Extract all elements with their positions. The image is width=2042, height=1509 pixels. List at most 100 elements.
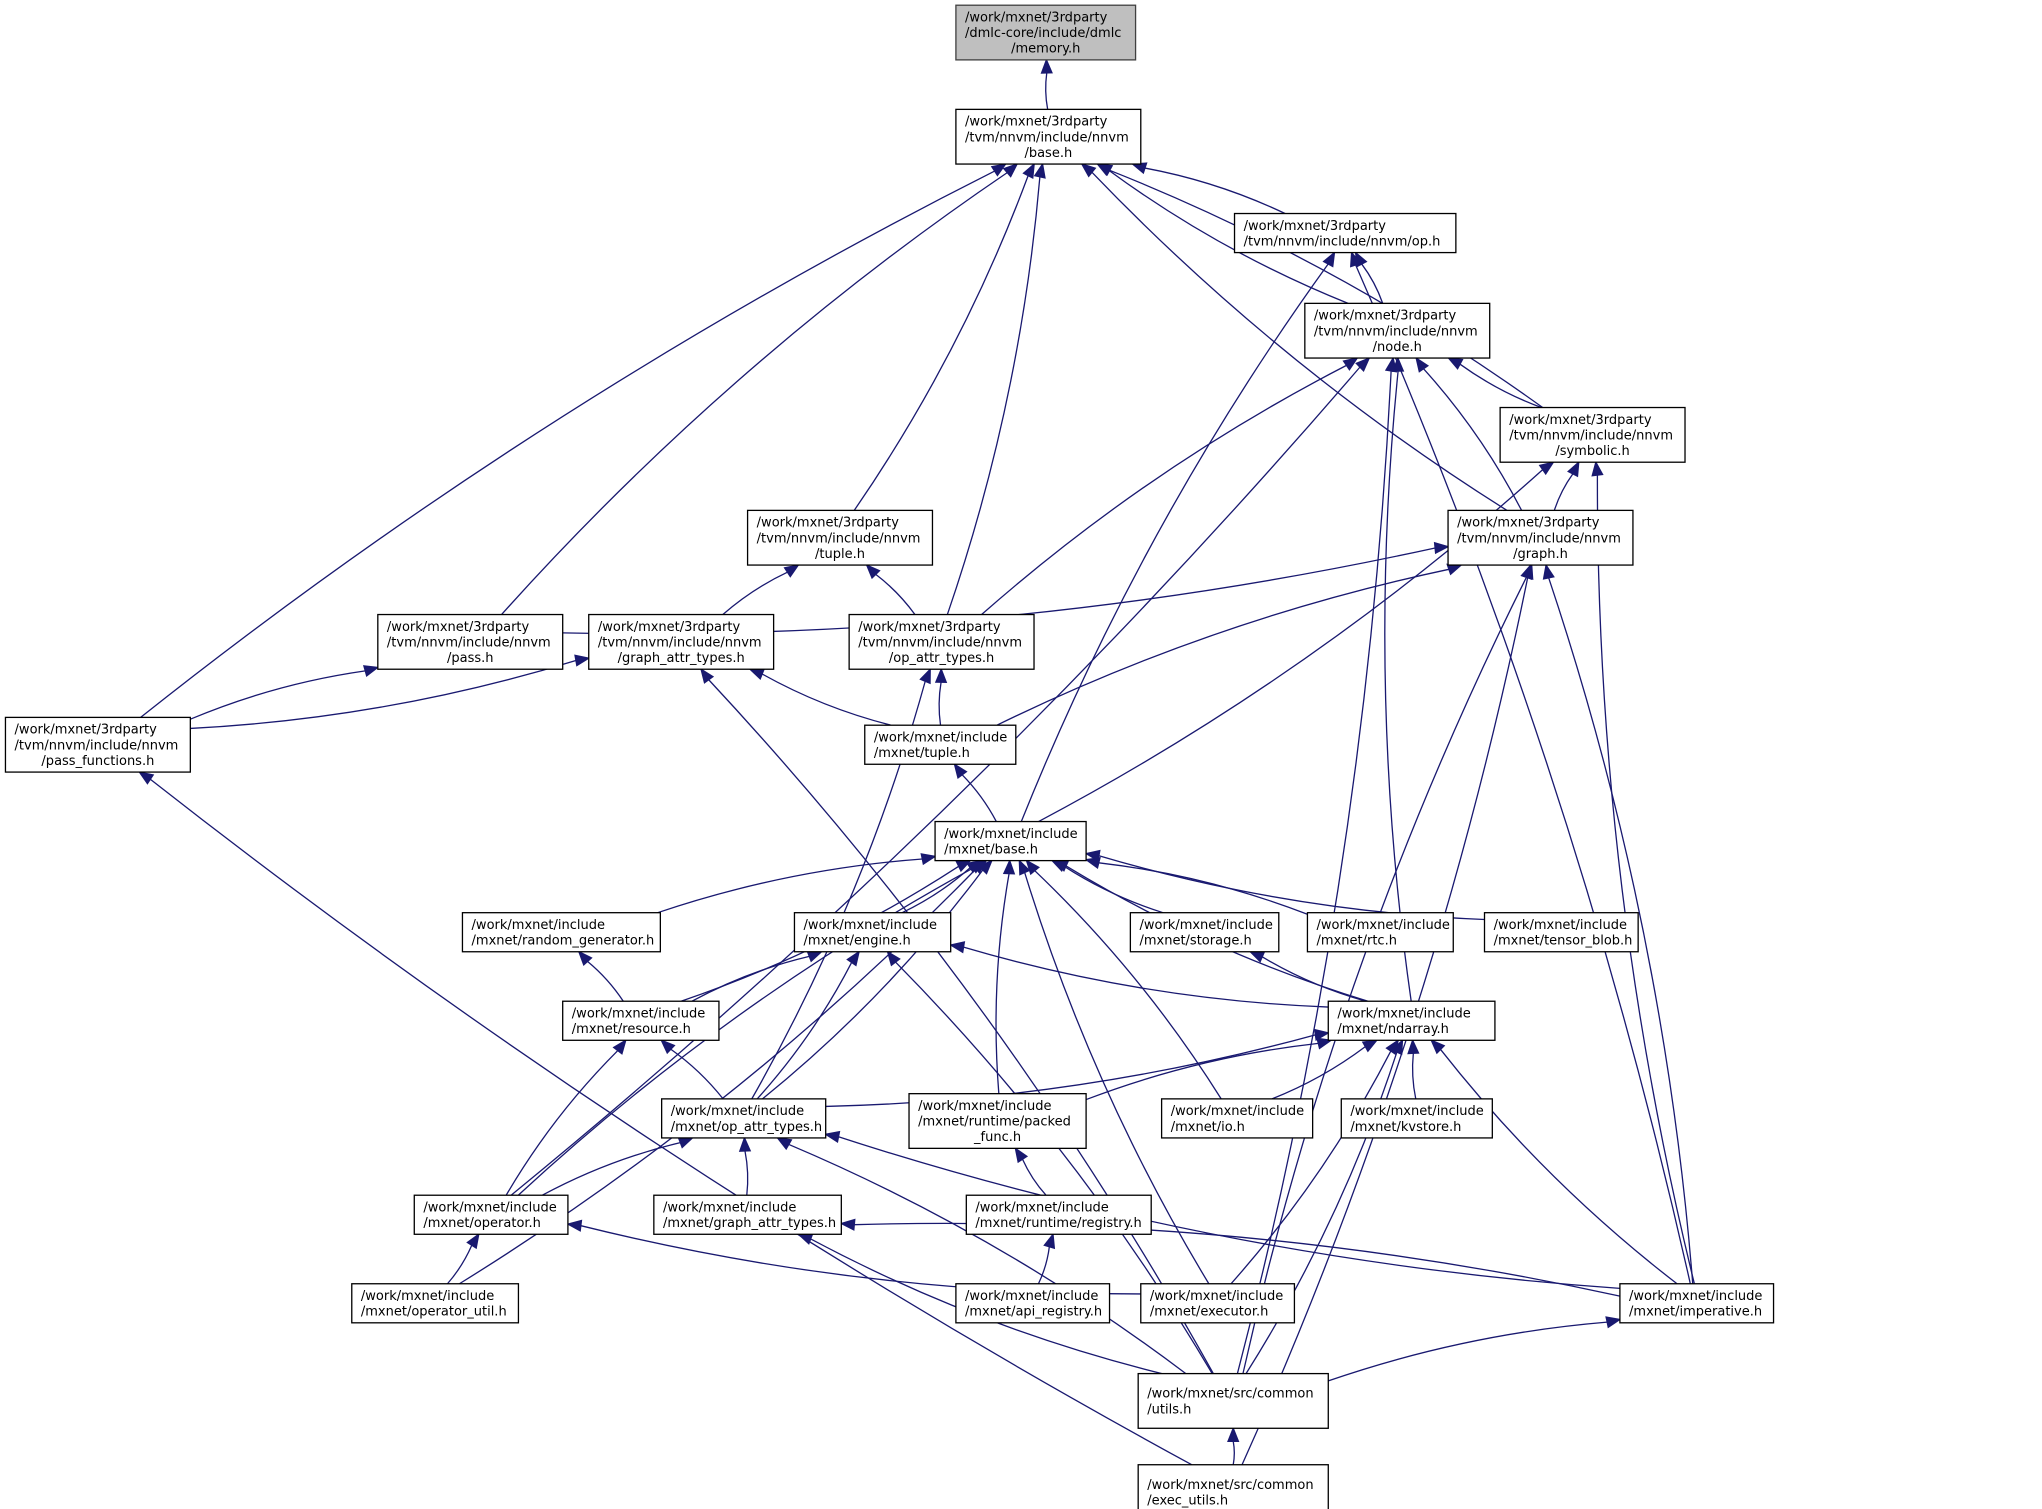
edge-mx_oat-to-mx_resource <box>660 1039 724 1100</box>
node-box <box>1304 302 1491 359</box>
edge-line <box>1091 171 1508 511</box>
arrowhead-icon <box>1605 1316 1622 1329</box>
edge-src_utils-to-mx_imperative <box>1328 1316 1622 1382</box>
node-mx-storage[interactable]: /work/mxnet/include/mxnet/storage.h <box>1129 912 1280 953</box>
node-box <box>955 1283 1111 1324</box>
node-label-line: /mxnet/graph_attr_types.h <box>663 1216 836 1231</box>
node-mx-tensor[interactable]: /work/mxnet/include/mxnet/tensor_blob.h <box>1483 912 1639 953</box>
node-label-line: /work/mxnet/include <box>918 1099 1051 1114</box>
edge-line <box>1384 370 1412 1002</box>
node-label-line: /mxnet/kvstore.h <box>1350 1120 1461 1135</box>
edge-mx_random-to-mx_base <box>657 853 937 914</box>
edge-src_utils-to-nnvm_graph <box>1242 563 1532 1374</box>
edge-mx_engine-to-mx_base <box>901 859 983 914</box>
edge-src_exec_utils-to-src_utils <box>1227 1426 1240 1465</box>
arrowhead-icon <box>566 1219 583 1232</box>
edge-line <box>854 1222 1621 1297</box>
node-label-line: /tvm/nnvm/include/nnvm <box>1509 428 1673 443</box>
edge-line <box>788 1143 1187 1375</box>
arrowhead-icon <box>1538 461 1555 476</box>
node-mx-oputil[interactable]: /work/mxnet/include/mxnet/operator_util.… <box>351 1283 520 1324</box>
edge-mx_ndarray-to-mx_engine <box>948 941 1329 1008</box>
edge-mx_imperative-to-nnvm_op <box>1350 250 1691 1284</box>
node-label-line: /exec_utils.h <box>1147 1493 1228 1508</box>
arrowhead-icon <box>1316 1037 1333 1050</box>
node-label-line: /work/mxnet/3rdparty <box>858 620 1001 635</box>
node-mx-registry[interactable]: /work/mxnet/include/mxnet/runtime/regist… <box>965 1194 1152 1235</box>
node-mx-gat[interactable]: /work/mxnet/include/mxnet/graph_attr_typ… <box>653 1194 842 1235</box>
arrowhead-icon <box>1446 357 1464 370</box>
arrowhead-icon <box>919 667 931 685</box>
edge-nnvm_gat-to-nnvm_tuple <box>722 564 800 616</box>
node-mx-oat[interactable]: /work/mxnet/include/mxnet/op_attr_types.… <box>661 1098 827 1139</box>
arrowhead-icon <box>865 563 881 580</box>
node-mx-kvstore[interactable]: /work/mxnet/include/mxnet/kvstore.h <box>1340 1098 1493 1139</box>
node-box <box>746 509 934 566</box>
edge-mx_io-to-mx_ndarray <box>1271 1039 1379 1100</box>
node-label-line: /mxnet/runtime/registry.h <box>975 1216 1141 1231</box>
node-label-line: /work/mxnet/3rdparty <box>387 620 530 635</box>
node-box <box>1137 1464 1329 1509</box>
node-label-line: /mxnet/tuple.h <box>874 746 970 761</box>
node-label-line: /mxnet/base.h <box>944 842 1038 857</box>
node-box <box>461 912 662 953</box>
node-box <box>793 912 952 953</box>
node-mx-tuple[interactable]: /work/mxnet/include/mxnet/tuple.h <box>864 724 1017 765</box>
node-src-utils[interactable]: /work/mxnet/src/common/utils.h <box>1137 1372 1329 1429</box>
node-mx-ndarray[interactable]: /work/mxnet/include/mxnet/ndarray.h <box>1327 1000 1496 1041</box>
node-mx-executor[interactable]: /work/mxnet/include/mxnet/executor.h <box>1140 1283 1296 1324</box>
node-mx-operator[interactable]: /work/mxnet/include/mxnet/operator.h <box>413 1194 569 1235</box>
node-src-exec-utils[interactable]: /work/mxnet/src/common/exec_utils.h <box>1137 1464 1329 1509</box>
edge-mx_executor-to-mx_ndarray <box>1230 1038 1400 1285</box>
edge-line <box>1596 475 1696 1284</box>
edge-nnvm_oat-to-nnvm_base <box>946 162 1046 615</box>
node-memory[interactable]: /work/mxnet/3rdparty/dmlc-core/include/d… <box>955 4 1137 61</box>
arrowhead-icon <box>1446 563 1463 576</box>
node-nnvm-node[interactable]: /work/mxnet/3rdparty/tvm/nnvm/include/nn… <box>1304 302 1491 359</box>
node-mx-apireg[interactable]: /work/mxnet/include/mxnet/api_registry.h <box>955 1283 1111 1324</box>
arrowhead-icon <box>574 654 591 667</box>
node-nnvm-op[interactable]: /work/mxnet/3rdparty/tvm/nnvm/include/nn… <box>1233 212 1457 254</box>
node-mx-engine[interactable]: /work/mxnet/include/mxnet/engine.h <box>793 912 952 953</box>
arrowhead-icon <box>1361 1039 1379 1053</box>
node-mx-packed[interactable]: /work/mxnet/include/mxnet/runtime/packed… <box>908 1093 1087 1150</box>
edge-nnvm_graph-to-nnvm_node <box>1415 356 1523 511</box>
edge-line <box>501 172 1008 615</box>
edge-nnvm_tuple-to-nnvm_base <box>853 162 1035 511</box>
edge-line <box>938 682 942 726</box>
arrowhead-icon <box>1415 356 1430 373</box>
node-label-line: /work/mxnet/include <box>944 827 1077 842</box>
node-label-line: /dmlc-core/include/dmlc <box>965 26 1121 41</box>
node-mx-random[interactable]: /work/mxnet/include/mxnet/random_generat… <box>461 912 662 953</box>
arrowhead-icon <box>1355 356 1371 373</box>
node-nnvm-base[interactable]: /work/mxnet/3rdparty/tvm/nnvm/include/nn… <box>955 108 1142 165</box>
arrowhead-icon <box>1342 357 1359 371</box>
edge-line <box>722 571 788 616</box>
edge-line <box>140 170 995 718</box>
node-nnvm-passf[interactable]: /work/mxnet/3rdparty/tvm/nnvm/include/nn… <box>4 716 191 773</box>
node-mx-base[interactable]: /work/mxnet/include/mxnet/base.h <box>934 820 1087 862</box>
node-label-line: /tvm/nnvm/include/nnvm <box>387 635 551 650</box>
node-nnvm-gat[interactable]: /work/mxnet/3rdparty/tvm/nnvm/include/nn… <box>588 613 775 670</box>
node-label-line: /work/mxnet/include <box>1350 1104 1483 1119</box>
node-nnvm-oat[interactable]: /work/mxnet/3rdparty/tvm/nnvm/include/nn… <box>848 613 1035 670</box>
node-box <box>1483 912 1639 953</box>
node-nnvm-tuple[interactable]: /work/mxnet/3rdparty/tvm/nnvm/include/nn… <box>746 509 934 566</box>
node-label-line: /work/mxnet/include <box>472 918 605 933</box>
edge-line <box>762 869 984 1100</box>
node-nnvm-symbolic[interactable]: /work/mxnet/3rdparty/tvm/nnvm/include/nn… <box>1499 406 1686 463</box>
edge-line <box>963 946 1329 1008</box>
edge-line <box>1045 72 1049 110</box>
node-mx-imperative[interactable]: /work/mxnet/include/mxnet/imperative.h <box>1619 1283 1775 1324</box>
node-label-line: /tvm/nnvm/include/nnvm <box>965 130 1129 145</box>
node-nnvm-graph[interactable]: /work/mxnet/3rdparty/tvm/nnvm/include/nn… <box>1447 509 1634 566</box>
node-mx-resource[interactable]: /work/mxnet/include/mxnet/resource.h <box>562 1000 720 1041</box>
node-label-line: /mxnet/ndarray.h <box>1337 1022 1449 1037</box>
edge-mx_apireg-to-mx_registry <box>1037 1232 1056 1285</box>
arrowhead-icon <box>1014 1146 1029 1164</box>
arrowhead-icon <box>466 1232 480 1250</box>
node-nnvm-pass[interactable]: /work/mxnet/3rdparty/tvm/nnvm/include/nn… <box>377 613 564 670</box>
node-mx-rtc[interactable]: /work/mxnet/include/mxnet/rtc.h <box>1306 912 1454 953</box>
node-mx-io[interactable]: /work/mxnet/include/mxnet/io.h <box>1160 1098 1314 1139</box>
edge-mx_operator-to-mx_oat <box>541 1137 695 1196</box>
